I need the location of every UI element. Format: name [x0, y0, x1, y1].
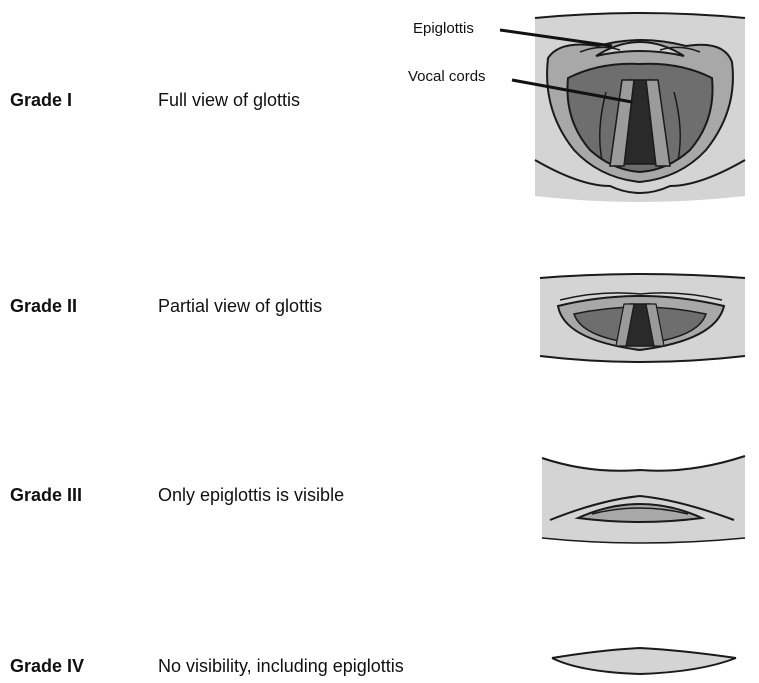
grade-4-larynx-illustration [552, 648, 736, 674]
grade-3-larynx-illustration [542, 456, 745, 543]
grade-2-larynx-illustration [540, 274, 745, 362]
grade-1-larynx-illustration [535, 13, 745, 202]
